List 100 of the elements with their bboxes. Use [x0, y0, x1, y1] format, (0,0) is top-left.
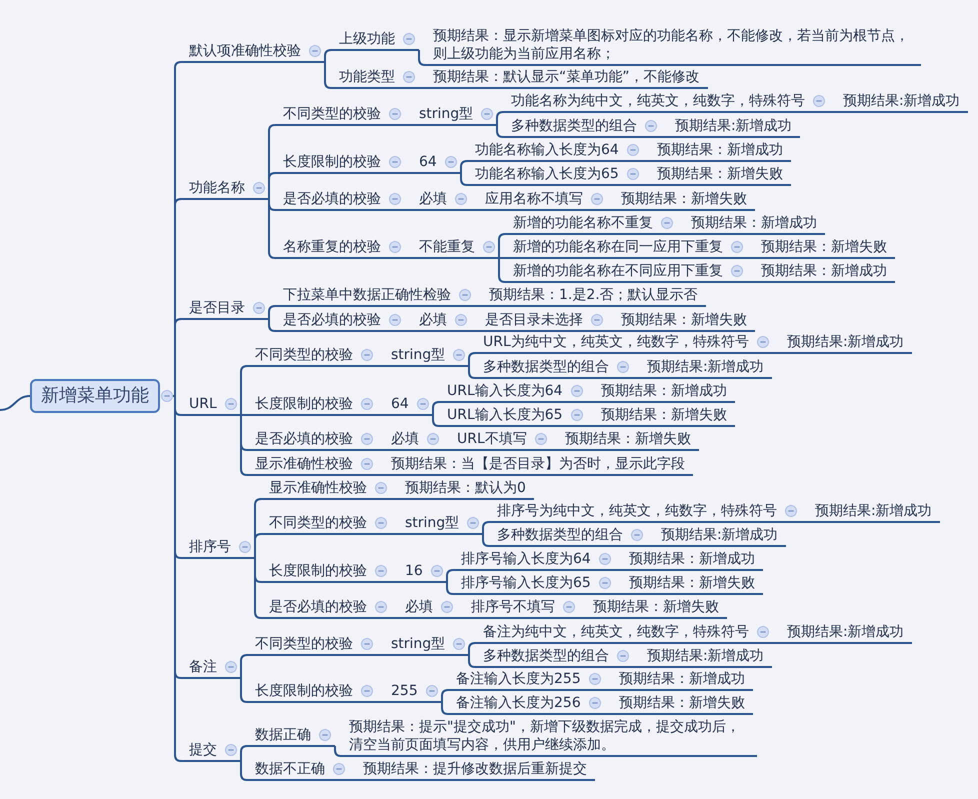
branch-topic	[275, 286, 475, 307]
topic-label: 排序号不填写	[471, 598, 555, 616]
branch-line	[404, 124, 411, 126]
branch-line	[496, 124, 504, 138]
branch-topic	[835, 92, 968, 113]
branch-line	[474, 305, 481, 307]
branch-topic	[477, 190, 607, 211]
branch-topic	[463, 598, 579, 619]
topic-label: 预期结果：新增失败	[629, 574, 755, 592]
branch-topic	[475, 623, 773, 644]
branch-line	[498, 257, 506, 283]
branch-topic	[261, 562, 391, 583]
topic-label: 预期结果：新增失败	[621, 190, 747, 208]
branch-line	[390, 581, 397, 583]
branch-line	[390, 617, 397, 619]
branch-topic	[753, 262, 895, 283]
branch-line	[404, 330, 411, 332]
topic-label: 长度限制的校验	[255, 682, 353, 700]
branch-topic	[275, 238, 405, 259]
topic-label: 预期结果:新增成功	[787, 333, 904, 351]
branch-topic	[611, 694, 753, 715]
branch-topic	[639, 647, 772, 668]
branch-line	[772, 352, 779, 354]
topic-label: 必填	[419, 190, 447, 208]
branch-line	[446, 569, 454, 583]
topic-label: 排序号为纯中文，纯英文，纯数字，特殊符号	[497, 502, 777, 520]
branch-line	[746, 281, 753, 283]
topic-label: 必填	[391, 430, 419, 448]
topic-label: 预期结果：默认显示“菜单功能”，不能修改	[433, 68, 700, 86]
topic-label: 64	[419, 153, 437, 171]
branch-topic	[383, 430, 443, 451]
topic-label: 不同类型的校验	[255, 635, 353, 653]
branch-line	[470, 209, 477, 211]
topic-label: 功能名称输入长度为64	[475, 141, 619, 159]
branch-topic	[331, 68, 419, 89]
topic-label: 预期结果：新增失败	[565, 430, 691, 448]
topic-label: 预期结果:新增成功	[815, 502, 932, 520]
branch-topic	[477, 311, 607, 332]
topic-label: 多种数据类型的组合	[483, 358, 609, 376]
branch-line	[324, 49, 332, 63]
branch-line	[390, 498, 397, 500]
topic-label: string型	[391, 635, 446, 653]
topic-label: 是否目录未选择	[485, 311, 583, 329]
topic-label: 是否必填的校验	[255, 430, 353, 448]
topic-label: 预期结果：默认为0	[405, 479, 526, 497]
topic-label: 预期结果：新增成功	[761, 262, 887, 280]
branch-topic	[475, 333, 773, 354]
branch-topic	[397, 562, 447, 583]
topic-label: 应用名称不填写	[485, 190, 583, 208]
branch-line	[240, 414, 247, 416]
topic-label: 预期结果：新增失败	[621, 311, 747, 329]
branch-line	[800, 521, 807, 523]
branch-topic	[489, 502, 801, 523]
topic-label: 数据正确	[255, 726, 311, 744]
topic-label: URL输入长度为65	[447, 406, 563, 424]
branch-line	[240, 365, 248, 416]
branch-topic	[275, 153, 405, 174]
topic-label: 新增的功能名称在同一应用下重复	[513, 238, 723, 256]
branch-topic	[639, 358, 772, 379]
branch-line	[614, 569, 621, 571]
topic-label: 预期结果：当【是否目录】为否时，显示此字段	[391, 455, 685, 473]
topic-label: 预期结果：新增成功	[629, 550, 755, 568]
branch-topic	[505, 238, 747, 259]
topic-label: 预期结果：新增成功	[619, 670, 745, 688]
topic-label: 长度限制的校验	[283, 153, 381, 171]
topic-label: 提交	[189, 741, 217, 759]
branch-topic	[557, 430, 699, 451]
branch-topic	[331, 30, 419, 51]
topic-label: 排序号	[189, 538, 231, 556]
branch-topic	[585, 598, 727, 619]
topic-label: 不同类型的校验	[255, 346, 353, 364]
topic-label: 功能名称为纯中文，纯英文，纯数字，特殊符号	[511, 92, 805, 110]
topic-label: 预期结果：新增失败	[619, 694, 745, 712]
branch-topic	[247, 430, 377, 451]
branch-topic	[649, 141, 791, 162]
topic-label: 功能名称输入长度为65	[475, 165, 619, 183]
branch-topic	[611, 670, 753, 691]
branch-line	[446, 581, 454, 595]
topic-label: 功能类型	[339, 68, 395, 86]
topic-label: 不能重复	[419, 238, 475, 256]
topic-label: 预期结果:新增成功	[787, 623, 904, 641]
branch-line	[376, 414, 383, 416]
branch-topic	[411, 238, 499, 259]
topic-label: 预期结果:新增成功	[661, 526, 778, 544]
topic-label: 多种数据类型的组合	[497, 526, 623, 544]
branch-topic	[779, 623, 912, 644]
branch-line	[646, 545, 653, 547]
topic-label: 预期结果:新增成功	[843, 92, 960, 110]
branch-line	[586, 401, 593, 403]
branch-line	[642, 184, 649, 186]
branch-line	[468, 642, 476, 656]
topic-label: 备注	[189, 658, 217, 676]
topic-label: 是否必填的校验	[269, 598, 367, 616]
branch-line	[404, 257, 411, 259]
branch-line	[632, 377, 639, 379]
topic-label: 多种数据类型的组合	[511, 117, 637, 135]
topic-label: 上级功能	[339, 30, 395, 48]
branch-topic	[621, 574, 763, 595]
branch-line	[468, 365, 476, 379]
branch-line	[456, 617, 463, 619]
